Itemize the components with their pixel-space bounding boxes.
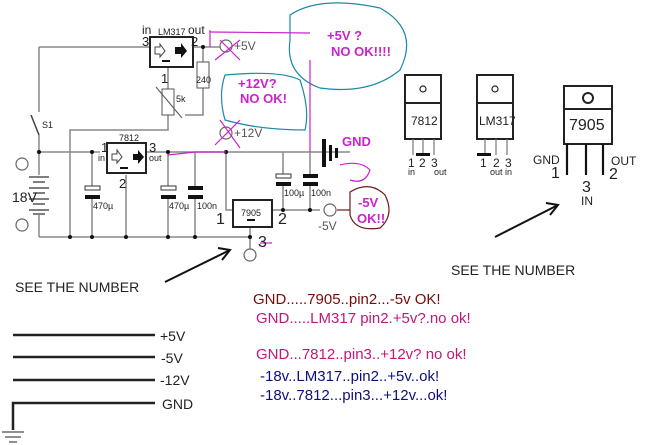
pinout-7812-pin3: 3 bbox=[431, 156, 438, 170]
cap-470u-2: 470µ bbox=[169, 201, 190, 211]
pinout-lm317-out: out bbox=[490, 167, 503, 177]
pinout-7905-in: IN bbox=[581, 194, 593, 208]
cap-100n-2: 100n bbox=[311, 188, 332, 198]
plus12-bubble-line2: NO OK! bbox=[240, 91, 287, 106]
minus5-bubble-line1: -5V bbox=[358, 195, 379, 210]
u7812-pin3: 3 bbox=[149, 140, 157, 155]
u7812-in-label: in bbox=[98, 153, 106, 163]
u7812-pin2: 2 bbox=[119, 176, 127, 191]
switch-label: S1 bbox=[42, 120, 54, 130]
note-line: GND...7812..pin3..+12v? no ok! bbox=[256, 346, 467, 363]
see-number-left: SEE THE NUMBER bbox=[15, 279, 140, 295]
legend-minus12v: -12V bbox=[160, 372, 190, 388]
pinout-lm317-pin3: 3 bbox=[505, 156, 512, 170]
pinout-7905-out: OUT bbox=[611, 154, 637, 168]
plus12-bubble-line1: +12V? bbox=[238, 76, 277, 91]
pinout-7905-pin1: 1 bbox=[551, 165, 560, 182]
lm317-in-label: in bbox=[142, 23, 152, 37]
u7812-label: 7812 bbox=[119, 133, 140, 143]
pinout-7812-label: 7812 bbox=[411, 114, 438, 128]
u7812-pin1: 1 bbox=[101, 140, 109, 155]
pinout-7812-pin2: 2 bbox=[419, 156, 426, 170]
pinout-7905-gnd: GND bbox=[533, 153, 560, 167]
pot5k-label: 5k bbox=[176, 94, 186, 104]
note-line: GND.....LM317 pin2.+5v?.no ok! bbox=[256, 310, 471, 327]
plus5v-terminal-label: +5V bbox=[234, 39, 256, 53]
r240-label: 240 bbox=[196, 75, 212, 85]
pinout-7905-label: 7905 bbox=[569, 117, 605, 134]
note-line: -18v..7812...pin3...+12v...ok! bbox=[260, 387, 448, 404]
minus5v-terminal-label: -5V bbox=[318, 219, 337, 233]
plus12v-terminal-label: +12V bbox=[234, 126, 263, 140]
legend-gnd: GND bbox=[162, 396, 194, 412]
plus5-bubble-line2: NO OK!!!! bbox=[331, 44, 391, 59]
pinout-7905-pin3: 3 bbox=[582, 179, 591, 196]
u7812-out-label: out bbox=[149, 153, 162, 163]
u7905-pin3: 3 bbox=[258, 234, 267, 251]
battery-voltage-label: 18V bbox=[12, 189, 37, 205]
note-line: -18v..LM317..pin2..+5v..ok! bbox=[260, 368, 440, 385]
legend-minus5v: -5V bbox=[161, 350, 183, 366]
lm317-pin2: 2 bbox=[191, 34, 199, 49]
legend-plus5v: +5V bbox=[160, 328, 186, 344]
cap-470u-1: 470µ bbox=[93, 201, 114, 211]
pinout-lm317-pin2: 2 bbox=[493, 156, 500, 170]
cap-100u: 100µ bbox=[284, 188, 305, 198]
u7905-label: 7905 bbox=[241, 208, 262, 218]
pinout-7812-in: in bbox=[408, 167, 416, 177]
pinout-7812-pin1: 1 bbox=[408, 156, 415, 170]
pinout-7812-out: out bbox=[434, 167, 447, 177]
see-number-right: SEE THE NUMBER bbox=[451, 262, 576, 278]
u7905-pin2: 2 bbox=[278, 211, 287, 228]
u7905-pin1: 1 bbox=[216, 211, 225, 228]
plus5-bubble-line1: +5V ? bbox=[327, 28, 363, 43]
note-line: GND.....7905..pin2...-5v OK! bbox=[253, 291, 441, 308]
pinout-lm317-in: in bbox=[505, 167, 513, 177]
lm317-pin1: 1 bbox=[161, 71, 169, 86]
pinout-lm317-pin1: 1 bbox=[480, 156, 487, 170]
cap-100n-1: 100n bbox=[197, 201, 218, 211]
lm317-out-label: out bbox=[188, 23, 205, 37]
lm317-label: LM317 bbox=[158, 27, 186, 37]
pinout-7905-pin2: 2 bbox=[609, 166, 618, 183]
lm317-pin3: 3 bbox=[142, 34, 150, 49]
pinout-lm317-label: LM317 bbox=[479, 114, 516, 128]
gnd-label: GND bbox=[342, 134, 371, 149]
minus5-bubble-line2: OK!! bbox=[357, 211, 386, 226]
